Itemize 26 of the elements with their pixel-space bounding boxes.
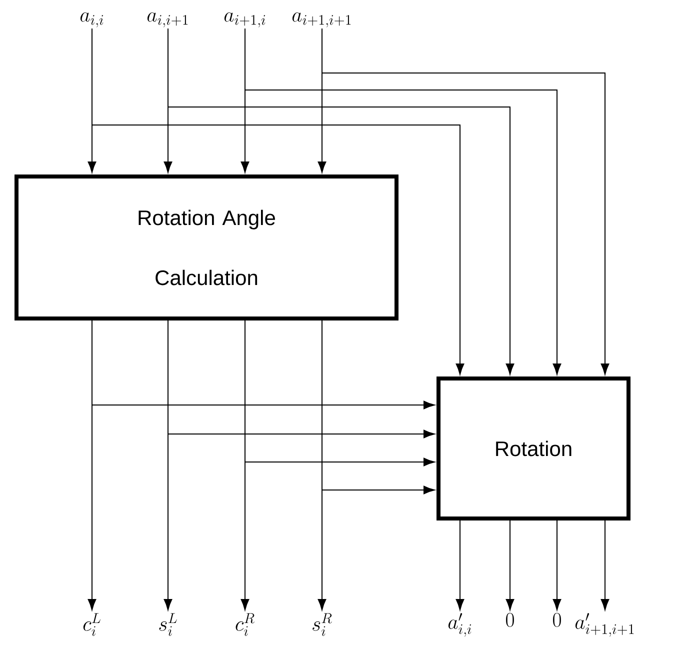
arrow (600, 520, 610, 610)
arrow (168, 320, 435, 438)
arrow (506, 520, 514, 610)
output-label: $0$ (553, 612, 561, 627)
arrow (244, 320, 435, 466)
input-label: $a_{i+1,i+1}$ (292, 12, 351, 28)
arrow (322, 320, 435, 494)
output-label: $0$ (506, 612, 514, 627)
output-label: $c_i^R$ (236, 613, 254, 636)
output-label: $s_i^R$ (312, 613, 332, 636)
process-box: Rotation (436, 376, 630, 520)
arrow (552, 520, 562, 610)
arrow (244, 28, 562, 375)
output-label: $s_i^L$ (159, 613, 177, 636)
arrow (322, 28, 610, 375)
arrow (456, 520, 464, 610)
process-box: Rotation Angle Calculation (14, 174, 398, 320)
input-label: $a_{i,i}$ (80, 12, 104, 28)
output-label: $a'_{i+1,i+1}$ (575, 613, 634, 637)
arrow (92, 320, 435, 410)
output-label: $c_i^L$ (83, 613, 100, 636)
arrow (92, 28, 464, 375)
arrow (168, 28, 514, 375)
output-label: $a'_{i,i}$ (448, 613, 472, 637)
input-label: $a_{i,i+1}$ (147, 12, 188, 28)
input-label: $a_{i+1,i}$ (224, 12, 266, 28)
